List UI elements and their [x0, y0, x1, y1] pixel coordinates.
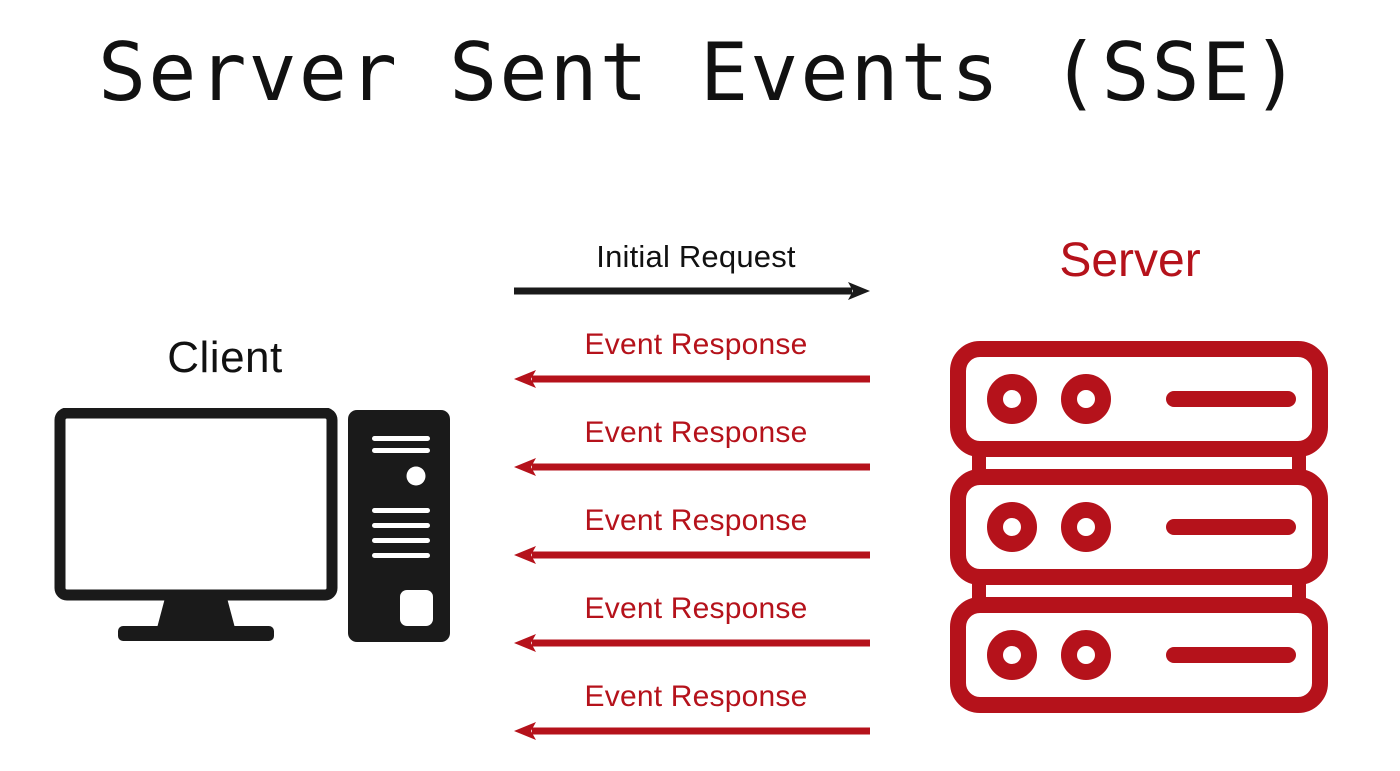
- arrow-left-icon: [514, 634, 870, 652]
- server-led-icon: [1061, 374, 1111, 424]
- power-button-icon: [406, 466, 426, 486]
- flow-row: Event Response: [500, 588, 892, 676]
- tower-vent: [372, 436, 430, 441]
- server-unit: [950, 341, 1328, 457]
- tower-vent: [372, 448, 430, 453]
- flow-label-event-response: Event Response: [584, 592, 808, 625]
- tower-vent: [372, 553, 430, 558]
- server-status-bar: [1166, 519, 1296, 535]
- tower-vent: [372, 538, 430, 543]
- server-connector: [972, 449, 986, 477]
- flow-label-event-response: Event Response: [584, 680, 808, 713]
- flow-label-event-response: Event Response: [584, 328, 808, 361]
- flow-label-event-response: Event Response: [584, 416, 808, 449]
- flow-label-event-response: Event Response: [584, 504, 808, 537]
- server-unit: [950, 597, 1328, 713]
- arrow-left-icon: [514, 370, 870, 388]
- server-rack-icon: [950, 341, 1328, 713]
- server-group: Server: [930, 230, 1350, 720]
- flow-row: Event Response: [500, 676, 892, 764]
- desktop-computer-icon: [54, 408, 450, 642]
- server-led-icon: [987, 374, 1037, 424]
- client-group: Client: [45, 330, 470, 660]
- server-led-icon: [1061, 630, 1111, 680]
- message-flow-group: Initial Request Event Response Event Res…: [500, 236, 900, 756]
- server-led-icon: [1061, 502, 1111, 552]
- tower-drive-bay: [400, 590, 433, 626]
- client-label: Client: [167, 333, 283, 382]
- page-title: Server Sent Events (SSE): [98, 26, 1302, 119]
- tower-vent: [372, 523, 430, 528]
- arrow-left-icon: [514, 458, 870, 476]
- tower-vent: [372, 508, 430, 513]
- server-unit: [950, 469, 1328, 585]
- server-connector: [972, 577, 986, 605]
- flow-row: Event Response: [500, 500, 892, 588]
- server-connector: [1292, 449, 1306, 477]
- flow-label-initial-request: Initial Request: [596, 239, 796, 274]
- arrow-right-icon: [514, 282, 870, 300]
- monitor-base: [118, 626, 274, 641]
- flow-row: Event Response: [500, 324, 892, 412]
- server-led-icon: [987, 502, 1037, 552]
- server-status-bar: [1166, 391, 1296, 407]
- arrow-left-icon: [514, 546, 870, 564]
- monitor-icon: [54, 408, 338, 601]
- server-status-bar: [1166, 647, 1296, 663]
- server-label: Server: [1059, 234, 1201, 287]
- server-connector: [1292, 577, 1306, 605]
- monitor-neck: [157, 598, 235, 628]
- arrow-left-icon: [514, 722, 870, 740]
- server-led-icon: [987, 630, 1037, 680]
- flow-row: Event Response: [500, 412, 892, 500]
- flow-row: Initial Request: [500, 236, 892, 324]
